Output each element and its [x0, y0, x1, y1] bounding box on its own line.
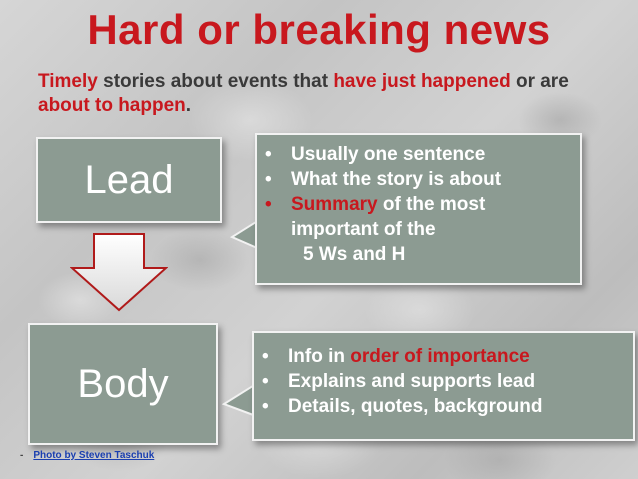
subtitle-timely: Timely	[38, 71, 98, 92]
bullet-dot: •	[262, 371, 269, 392]
lead-point-summary: Summary	[291, 194, 378, 215]
body-callout: •Info in order of importance •Explains a…	[252, 331, 635, 441]
lead-point-2: •What the story is about	[265, 169, 502, 190]
down-arrow-icon	[70, 233, 168, 312]
lead-point-3: •Summary of the most important of the	[265, 194, 486, 240]
bullet-dot: •	[262, 346, 269, 367]
subtitle-have-just-happened: have just happened	[333, 71, 511, 92]
bullet-dot: •	[262, 396, 269, 417]
body-point-order: order of importance	[350, 346, 530, 367]
bullet-dot: •	[265, 194, 272, 215]
subtitle-text-2: or are	[510, 71, 569, 92]
body-point-2: •Explains and supports lead	[262, 371, 536, 392]
photo-credit-link[interactable]: Photo by Steven Taschuk	[33, 450, 155, 461]
bullet-dot: •	[265, 169, 272, 190]
body-box: Body	[28, 323, 218, 445]
lead-callout: •Usually one sentence •What the story is…	[255, 133, 582, 285]
subtitle-text-1: stories about events that	[97, 71, 334, 92]
lead-point-3-line2: 5 Ws and H	[303, 244, 406, 265]
photo-credit: -Photo by Steven Taschuk	[20, 450, 154, 461]
slide-title: Hard or breaking news	[87, 6, 551, 53]
body-point-3: •Details, quotes, background	[262, 396, 543, 417]
body-callout-tail	[222, 382, 256, 418]
lead-point-1: •Usually one sentence	[265, 144, 486, 165]
lead-box: Lead	[36, 137, 222, 223]
subtitle-period: .	[185, 95, 192, 116]
lead-label: Lead	[84, 157, 174, 202]
body-label: Body	[77, 361, 169, 406]
subtitle-about-to-happen: about to happen	[38, 95, 186, 116]
bullet-dot: •	[265, 144, 272, 165]
credit-bullet: -	[20, 450, 24, 461]
body-point-1: •Info in order of importance	[262, 346, 530, 367]
slide-subtitle: Timely stories about events that have ju…	[38, 70, 598, 118]
